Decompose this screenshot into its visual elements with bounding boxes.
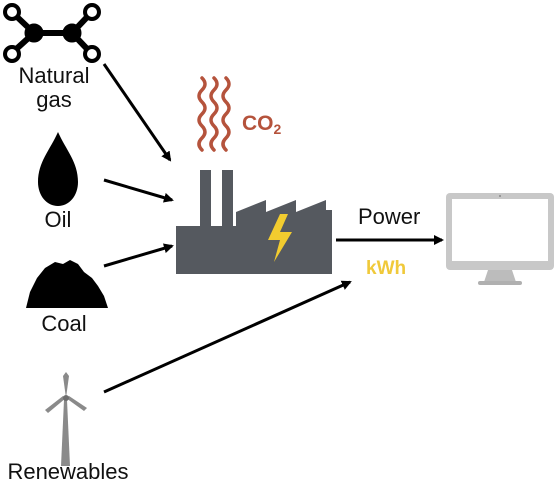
power-label: Power	[358, 204, 421, 229]
arrow-renewables-to-grid	[103, 280, 352, 394]
natural-gas-label-line1: Natural	[18, 63, 90, 88]
arrow-gas-to-plant	[102, 63, 172, 162]
wind-turbine-icon	[45, 372, 87, 466]
lightning-icon	[268, 214, 292, 262]
natural-gas-label-line2: gas	[36, 87, 72, 112]
kwh-label: kWh	[366, 258, 407, 279]
oil-label: Oil	[44, 207, 72, 232]
renewables-label: Renewables	[7, 459, 129, 484]
arrow-coal-to-plant	[103, 243, 174, 268]
smoke-icon	[197, 76, 231, 152]
co2-subscript: 2	[273, 121, 282, 137]
molecule-icon	[3, 3, 101, 63]
coal-label: Coal	[41, 311, 87, 336]
co2-label: CO2	[242, 112, 282, 137]
natural-gas-label: Natural gas	[0, 64, 108, 112]
co2-text: CO	[242, 112, 274, 135]
arrow-oil-to-plant	[103, 178, 174, 203]
monitor-icon	[446, 193, 554, 285]
factory-icon	[176, 170, 332, 274]
coal-pile-icon	[26, 260, 108, 308]
oil-drop-icon	[38, 132, 78, 206]
arrows	[102, 63, 444, 394]
